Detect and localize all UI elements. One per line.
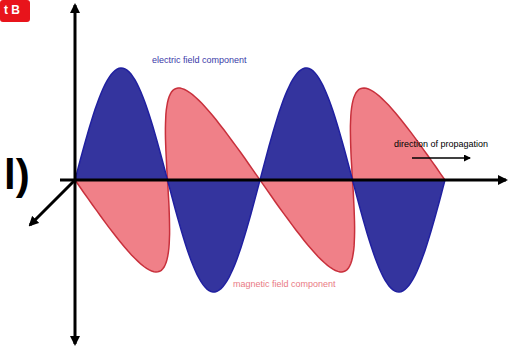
y-axis [74, 180, 77, 344]
title-fragment: l) [4, 152, 30, 198]
wave-label: electric field component [152, 56, 247, 66]
direction-label: direction of propagation [394, 140, 488, 150]
z-axis [30, 180, 75, 225]
y-axis [74, 5, 77, 180]
badge-text: t B [4, 4, 20, 17]
x-axis [60, 179, 506, 182]
wave-label: magnetic field component [233, 280, 336, 290]
propagation-arrow [412, 157, 470, 159]
badge [0, 0, 30, 22]
